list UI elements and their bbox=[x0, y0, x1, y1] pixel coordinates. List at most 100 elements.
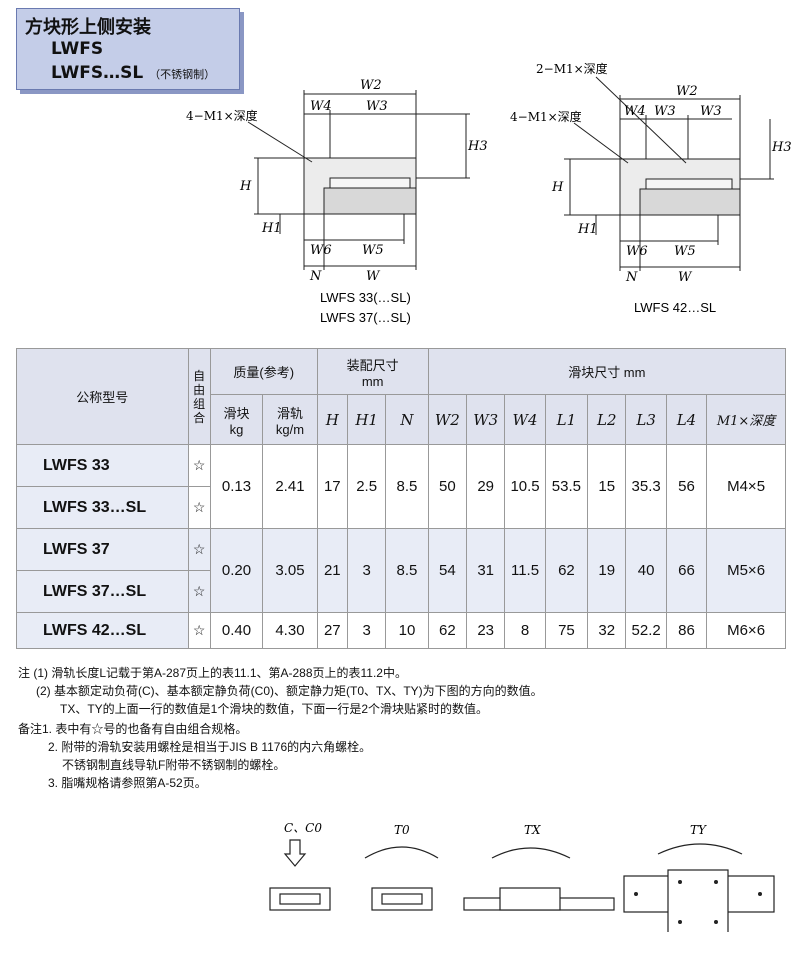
block-icon bbox=[667, 869, 729, 932]
cell-n: 8.5 bbox=[385, 444, 429, 529]
title-box: 方块形上侧安装 LWFS LWFS…SL （不锈钢制） bbox=[16, 8, 240, 90]
cell-l3: 35.3 bbox=[625, 444, 667, 529]
dim-w-right: W bbox=[678, 270, 693, 285]
title-line3: LWFS…SL （不锈钢制） bbox=[51, 63, 216, 83]
header-h: H bbox=[316, 394, 348, 445]
dim-w5-right: W5 bbox=[674, 244, 696, 259]
star: ☆ bbox=[187, 444, 211, 487]
header-model: 公称型号 bbox=[16, 348, 189, 445]
cell-w4: 11.5 bbox=[504, 528, 546, 613]
label-4-m1-depth-right: 4−M1×深度 bbox=[510, 109, 582, 124]
cell-l1: 53.5 bbox=[544, 444, 589, 529]
dim-h3: H3 bbox=[467, 139, 488, 154]
dim-w: W bbox=[366, 269, 381, 284]
label-4-m1-depth: 4−M1×深度 bbox=[186, 108, 258, 123]
title-line2: LWFS bbox=[51, 39, 104, 59]
cell-h1: 3 bbox=[346, 528, 387, 613]
header-h1: H1 bbox=[346, 394, 387, 445]
dim-w2: W2 bbox=[360, 78, 382, 93]
label-t0: T0 bbox=[394, 823, 410, 837]
caption-lwfs-42: LWFS 42…SL bbox=[634, 300, 716, 315]
curved-arrow-icon bbox=[364, 846, 439, 859]
star: ☆ bbox=[187, 570, 211, 613]
header-l2: L2 bbox=[587, 394, 627, 445]
cell-rail-kgm: 3.05 bbox=[262, 528, 318, 613]
dim-h-right: H bbox=[551, 180, 564, 195]
dim-n-right: N bbox=[625, 270, 638, 285]
cell-l1: 62 bbox=[544, 528, 589, 613]
cell-w2: 62 bbox=[427, 612, 468, 649]
cell-l3: 52.2 bbox=[625, 612, 667, 649]
cell-h1: 3 bbox=[346, 612, 387, 649]
note-2: (2) 基本额定动负荷(C)、基本额定静负荷(C0)、额定静力矩(T0、TX、T… bbox=[36, 684, 543, 698]
model-lwfs-37-sl: LWFS 37…SL bbox=[16, 570, 189, 613]
model-lwfs-42-sl: LWFS 42…SL bbox=[16, 612, 189, 649]
cell-rail-kgm: 2.41 bbox=[262, 444, 318, 529]
dim-n: N bbox=[309, 269, 322, 284]
cell-w3: 23 bbox=[466, 612, 506, 649]
cell-h1: 2.5 bbox=[346, 444, 387, 529]
block-icon bbox=[371, 887, 433, 911]
label-ty: TY bbox=[690, 823, 707, 837]
remark-1: 备注1. 表中有☆号的也备有自由组合规格。 bbox=[18, 722, 248, 736]
title-line1: 方块形上侧安装 bbox=[25, 17, 151, 38]
header-mass: 质量(参考) bbox=[209, 348, 318, 395]
caption-lwfs-37: LWFS 37(…SL) bbox=[320, 310, 411, 325]
dim-w5: W5 bbox=[362, 243, 384, 258]
remark-3: 3. 脂嘴规格请参照第A-52页。 bbox=[48, 776, 207, 790]
diagram-lwfs-33-37: W2 W4 W3 H3 H H1 W6 W5 N W 4−M1×深度 LWFS … bbox=[186, 78, 488, 325]
header-w3: W3 bbox=[466, 394, 506, 445]
cell-w4: 10.5 bbox=[504, 444, 546, 529]
block-icon bbox=[499, 887, 561, 911]
model-lwfs-37: LWFS 37 bbox=[16, 528, 189, 571]
dim-w6: W6 bbox=[310, 243, 332, 258]
star: ☆ bbox=[187, 486, 211, 529]
cell-block-kg: 0.40 bbox=[209, 612, 264, 649]
cell-w3: 29 bbox=[466, 444, 506, 529]
dim-w4-right: W4 bbox=[624, 104, 646, 119]
model-lwfs-33-sl: LWFS 33…SL bbox=[16, 486, 189, 529]
dim-h: H bbox=[239, 179, 252, 194]
cell-l4: 86 bbox=[665, 612, 708, 649]
block-icon bbox=[269, 887, 331, 911]
cell-block-kg: 0.20 bbox=[209, 528, 264, 613]
cell-l4: 56 bbox=[665, 444, 708, 529]
dim-h3-right: H3 bbox=[771, 140, 792, 155]
dim-w2-right: W2 bbox=[676, 84, 698, 99]
cell-w3: 31 bbox=[466, 528, 506, 613]
cell-w2: 54 bbox=[427, 528, 468, 613]
cell-l2: 32 bbox=[587, 612, 627, 649]
cell-l3: 40 bbox=[625, 528, 667, 613]
cell-l1: 75 bbox=[544, 612, 589, 649]
cell-n: 8.5 bbox=[385, 528, 429, 613]
model-lwfs-33: LWFS 33 bbox=[16, 444, 189, 487]
cell-n: 10 bbox=[385, 612, 429, 649]
label-2-m1-depth: 2−M1×深度 bbox=[536, 61, 608, 76]
cell-l2: 15 bbox=[587, 444, 627, 529]
cell-m1: M5×6 bbox=[706, 528, 786, 613]
dim-w3a-right: W3 bbox=[654, 104, 676, 119]
cell-l2: 19 bbox=[587, 528, 627, 613]
header-w4: W4 bbox=[504, 394, 546, 445]
note-1: 注 (1) 滑轨长度L记载于第A-287页上的表11.1、第A-288页上的表1… bbox=[18, 666, 407, 680]
load-direction-diagram: C、C0 T0 TX TY bbox=[269, 821, 775, 932]
cell-h: 17 bbox=[316, 444, 348, 529]
cell-l4: 66 bbox=[665, 528, 708, 613]
dim-h1-right: H1 bbox=[577, 222, 598, 237]
header-n: N bbox=[385, 394, 429, 445]
header-l3: L3 bbox=[625, 394, 667, 445]
dim-w3: W3 bbox=[366, 99, 388, 114]
header-block-dims: 滑块尺寸 mm bbox=[427, 348, 787, 395]
cell-h: 21 bbox=[316, 528, 348, 613]
cell-h: 27 bbox=[316, 612, 348, 649]
label-tx: TX bbox=[524, 823, 541, 837]
header-m1-depth: M1×深度 bbox=[706, 394, 786, 445]
remark-2: 2. 附带的滑轨安装用螺栓是相当于JIS B 1176的内六角螺栓。 bbox=[48, 740, 372, 754]
cell-w4: 8 bbox=[504, 612, 546, 649]
header-free-combo: 自由组合 bbox=[187, 348, 211, 445]
curved-arrow-icon bbox=[657, 843, 743, 855]
cell-m1: M4×5 bbox=[706, 444, 786, 529]
